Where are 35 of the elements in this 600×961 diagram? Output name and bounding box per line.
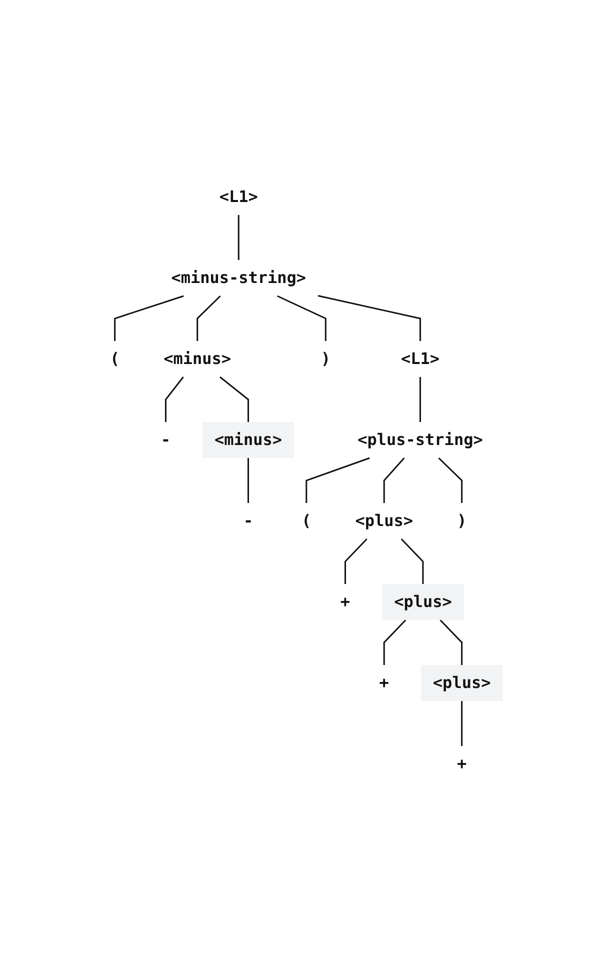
connector — [196, 295, 220, 341]
node-text: ( — [110, 348, 120, 368]
connector — [400, 538, 424, 584]
node-text: ) — [320, 348, 330, 368]
node-box: <plus> — [382, 584, 464, 620]
node-text: <L1> — [400, 348, 440, 368]
connector — [276, 295, 326, 341]
node-text: <plus-string> — [357, 430, 482, 449]
connector — [460, 700, 462, 746]
node-text: + — [378, 672, 389, 692]
connector — [219, 376, 249, 422]
node-text: - — [160, 430, 170, 449]
connector — [247, 458, 249, 503]
node-text: + — [340, 592, 350, 611]
connector — [305, 457, 370, 503]
node-box: <minus> — [202, 422, 294, 458]
connector — [438, 457, 462, 503]
connector — [383, 458, 404, 503]
node-text: - — [243, 510, 253, 530]
node-text: <L1> — [219, 187, 258, 206]
node-text: <minus> — [163, 348, 231, 368]
connector — [383, 619, 406, 665]
node-text: + — [456, 754, 466, 773]
node-text: <plus> — [354, 510, 413, 530]
connector — [344, 538, 368, 584]
node-text: ( — [301, 510, 311, 530]
connector — [164, 376, 184, 422]
connector — [114, 295, 184, 341]
connector — [318, 294, 421, 341]
node-box: <plus> — [420, 665, 502, 701]
connector — [439, 619, 462, 665]
node-text: ) — [456, 510, 466, 530]
connector — [419, 377, 421, 422]
connector — [238, 215, 240, 260]
node-text: <minus-string> — [170, 268, 306, 287]
